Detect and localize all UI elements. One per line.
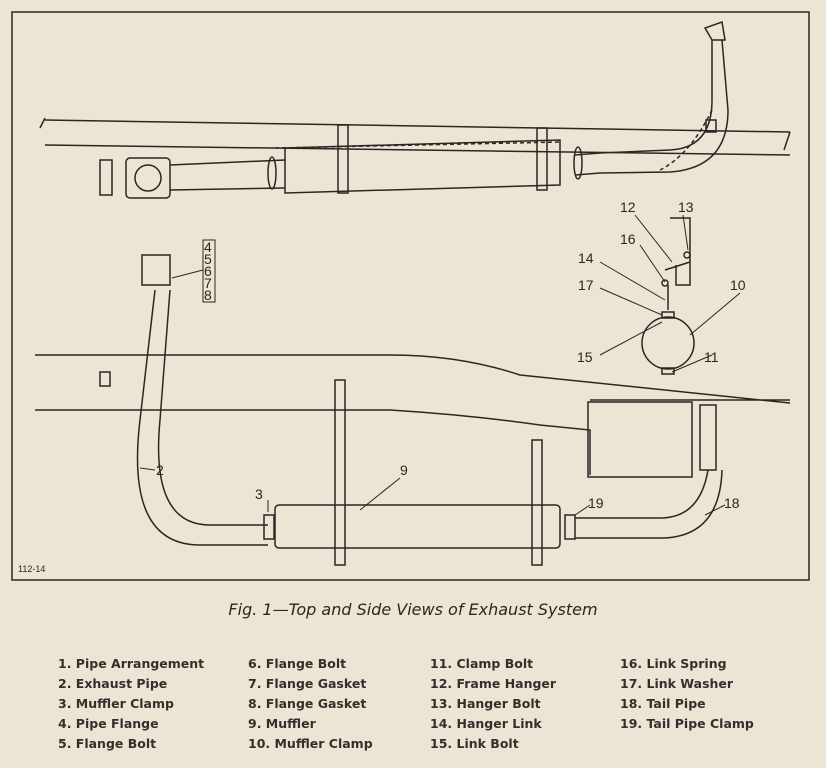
- manifold-bracket: [99, 159, 113, 196]
- legend-item: 2. Exhaust Pipe: [58, 676, 168, 691]
- callout-18: 18: [724, 495, 740, 511]
- hidden-line: [274, 141, 561, 149]
- tail-pipe-top: [574, 39, 729, 176]
- frame-rail-top: [44, 119, 791, 156]
- callout-12: 12: [620, 199, 636, 215]
- callout-14: 14: [578, 250, 594, 266]
- frame-break-marks: [39, 117, 791, 151]
- legend-item: 5. Flange Bolt: [58, 736, 157, 751]
- figure-border: [11, 11, 810, 581]
- callout-4: 4: [204, 239, 212, 255]
- frame-rail-side: [35, 354, 791, 475]
- legend-item: 4. Pipe Flange: [58, 716, 159, 731]
- callout-5: 5: [204, 251, 212, 267]
- exhaust-system-diagram: 112-14 2 3 9 19 18 4 5 6 7 8 12 13 16 14…: [11, 11, 810, 581]
- hanger-bolt: [683, 251, 691, 259]
- top-view: [39, 20, 791, 199]
- callout-6: 6: [204, 263, 212, 279]
- legend-item: 11. Clamp Bolt: [430, 656, 534, 671]
- exhaust-pipe-top: [169, 159, 286, 191]
- tail-pipe-tip: [703, 20, 726, 41]
- callout-19: 19: [588, 495, 604, 511]
- muffler-top: [284, 139, 561, 194]
- legend-column-2: 6. Flange Bolt 7. Flange Gasket 8. Flang…: [248, 654, 373, 754]
- hanger-link-bar: [664, 261, 691, 271]
- legend-item: 10. Muffler Clamp: [248, 736, 373, 751]
- legend-item: 7. Flange Gasket: [248, 676, 367, 691]
- legend-item: 19. Tail Pipe Clamp: [620, 716, 754, 731]
- callout-13: 13: [678, 199, 694, 215]
- legend-item: 17. Link Washer: [620, 676, 734, 691]
- figure-caption: Fig. 1—Top and Side Views of Exhaust Sys…: [228, 600, 598, 619]
- drawing-code: 112-14: [18, 564, 45, 574]
- legend-item: 1. Pipe Arrangement: [58, 656, 205, 671]
- legend-column-1: 1. Pipe Arrangement 2. Exhaust Pipe 3. M…: [58, 654, 204, 754]
- legend-item: 8. Flange Gasket: [248, 696, 367, 711]
- tail-pipe-side: [575, 469, 723, 539]
- legend-item: 13. Hanger Bolt: [430, 696, 541, 711]
- callout-17: 17: [578, 277, 594, 293]
- tail-pipe-clamp-side: [564, 514, 576, 540]
- muffler-strap-2: [536, 127, 548, 191]
- tail-pipe-hanger: [699, 404, 717, 471]
- frame-crossmember-plate: [587, 401, 693, 478]
- exhaust-pipe-side: [136, 289, 268, 546]
- pipe-flange-side: [141, 254, 171, 286]
- link-washer: [661, 279, 669, 287]
- callout-15: 15: [577, 349, 593, 365]
- hanger-detail: [641, 217, 695, 375]
- muffler-strap-side-2: [531, 439, 543, 566]
- callout-11: 11: [704, 349, 719, 365]
- callout-10: 10: [730, 277, 746, 293]
- callout-7: 7: [204, 275, 212, 291]
- legend-item: 12. Frame Hanger: [430, 676, 557, 691]
- muffler-clamp-ring: [641, 316, 695, 370]
- legend-column-4: 16. Link Spring 17. Link Washer 18. Tail…: [620, 654, 754, 734]
- muffler-side: [274, 504, 561, 549]
- legend-item: 16. Link Spring: [620, 656, 727, 671]
- legend-column-3: 11. Clamp Bolt 12. Frame Hanger 13. Hang…: [430, 654, 556, 754]
- hidden-line-2: [659, 109, 713, 171]
- tail-pipe-clamp-top: [573, 146, 583, 180]
- callout-9: 9: [400, 462, 408, 478]
- legend-item: 15. Link Bolt: [430, 736, 519, 751]
- legend-item: 9. Muffler: [248, 716, 316, 731]
- leader-lines: [139, 214, 741, 516]
- legend-item: 18. Tail Pipe: [620, 696, 706, 711]
- muffler-clamp-side: [263, 514, 275, 540]
- pipe-flange-top: [125, 157, 171, 199]
- legend-item: 14. Hanger Link: [430, 716, 542, 731]
- legend-item: 6. Flange Bolt: [248, 656, 347, 671]
- legend-item: 3. Muffler Clamp: [58, 696, 174, 711]
- hanger-top: [705, 119, 717, 133]
- callout-2: 2: [156, 462, 164, 478]
- callout-8: 8: [204, 287, 212, 303]
- muffler-strap-1: [337, 124, 349, 194]
- flange-opening: [134, 164, 162, 192]
- pipe-bracket: [99, 371, 111, 387]
- callout-3: 3: [255, 486, 263, 502]
- muffler-clamp-top: [267, 156, 277, 190]
- callout-16: 16: [620, 231, 636, 247]
- side-view: [35, 254, 791, 566]
- muffler-strap-side-1: [334, 379, 346, 566]
